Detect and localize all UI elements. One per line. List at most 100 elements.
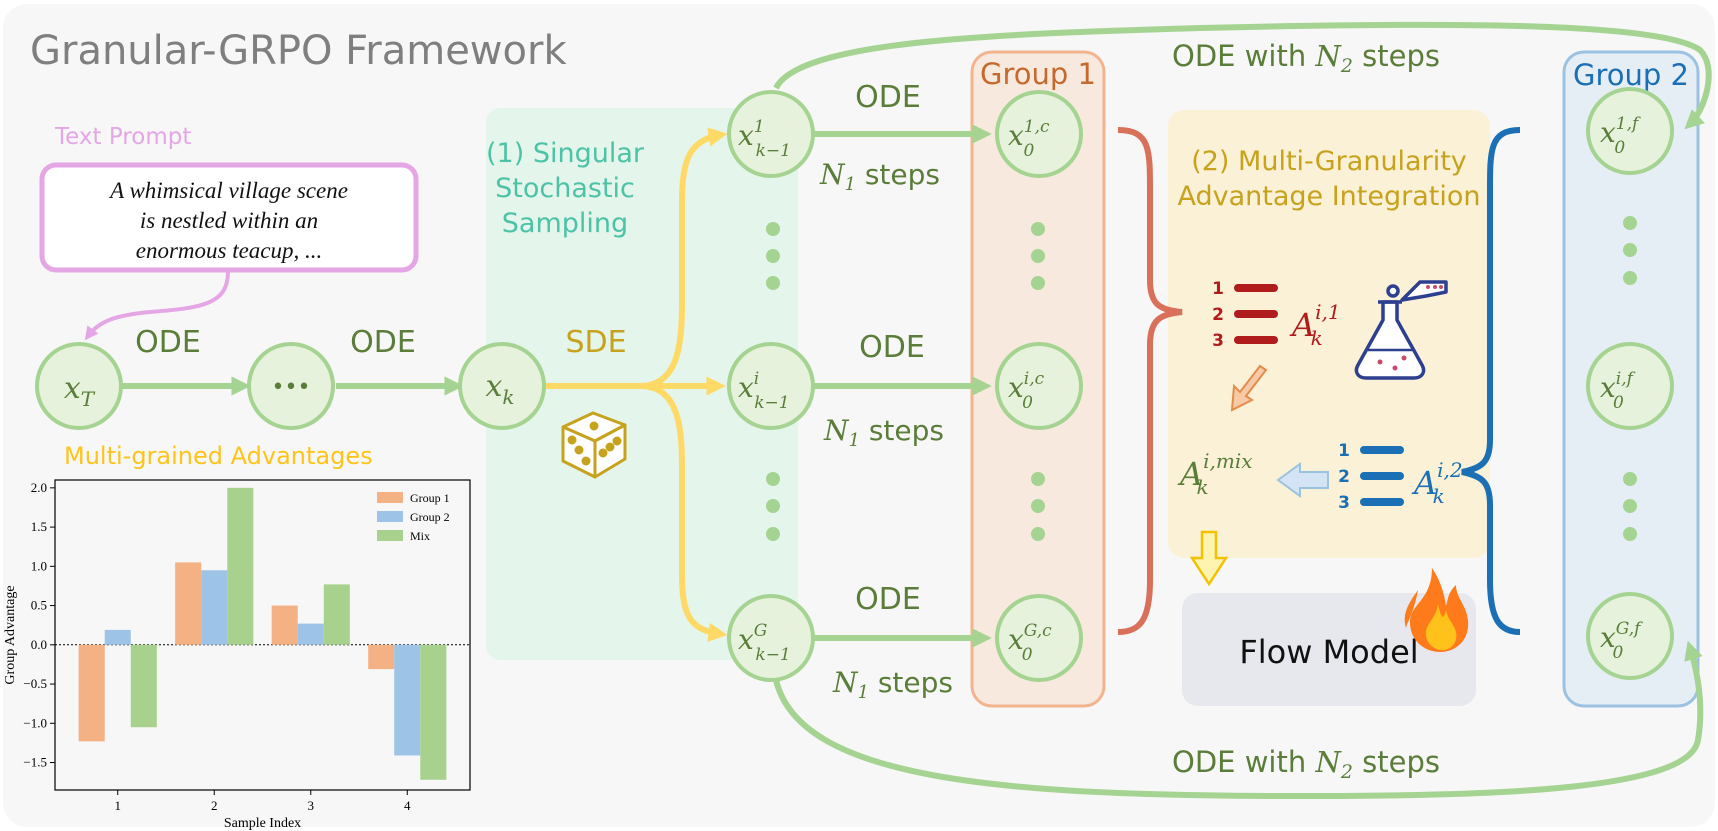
y-tick-label: 0.5 (31, 598, 47, 613)
fire-icon (1404, 568, 1469, 652)
legend-swatch-mix (377, 530, 403, 541)
x-tick-label: 1 (114, 798, 121, 813)
branch-1-input-node (727, 90, 815, 178)
group1-label: Group 1 (980, 57, 1096, 91)
bar-group-1-3 (271, 605, 298, 645)
branch-G-steps-label: N1 steps (832, 666, 953, 703)
legend-label-group-1: Group 1 (410, 491, 450, 505)
prompt-line-3: enormous teacup, ... (136, 238, 323, 263)
bottom-long-arc (773, 640, 1704, 800)
bar-group-2-1 (104, 629, 131, 645)
bar-group-1-1 (78, 644, 105, 742)
stage1-line-1: (1) Singular (486, 138, 645, 169)
bottom-arc-label: ODE with N2 steps (1172, 745, 1440, 783)
bar-mix-1 (130, 644, 157, 728)
branch-dots (766, 216, 1637, 541)
arrow-mix-to-flow (1189, 530, 1229, 587)
legend-swatch-group-1 (377, 492, 403, 503)
text-prompt-label: Text Prompt (54, 124, 191, 150)
branch-i-steps-label: N1 steps (823, 414, 944, 451)
branch-i-input-node (727, 342, 815, 430)
bar-mix-4 (420, 644, 447, 780)
y-axis-label: Group Advantage (3, 585, 18, 684)
x-tick-label: 3 (308, 798, 315, 813)
node-xT (35, 342, 123, 430)
prompt-line-2: is nestled within an (140, 208, 318, 233)
text-prompt-box (39, 162, 419, 273)
group2-node-i (1586, 342, 1674, 430)
bar-group-2-4 (394, 644, 421, 756)
y-tick-label: −1.0 (23, 715, 47, 730)
y-tick-label: 1.5 (31, 519, 47, 534)
node-ellipsis-label: ••• (272, 375, 311, 400)
svg-text:1: 1 (1212, 279, 1224, 299)
sde-label: SDE (565, 325, 626, 360)
sde-branch-bottom (639, 383, 728, 642)
branch-1-ode-label: ODE (855, 80, 921, 115)
diagram-title: Granular-GRPO Framework (30, 28, 567, 74)
bar-mix-2 (227, 487, 254, 645)
bar-group-1-4 (368, 644, 395, 670)
bar-group-1-2 (175, 562, 202, 645)
prompt-arrow (84, 271, 230, 341)
branch-G-output-node (995, 594, 1083, 682)
ode-label-2: ODE (350, 325, 416, 360)
svg-text:2: 2 (1212, 305, 1224, 325)
flask-icon (1354, 280, 1448, 380)
ranking-icon-blue: 1 2 3 (1338, 441, 1404, 513)
y-tick-label: 0.0 (31, 637, 47, 652)
stage2-panel (1168, 110, 1490, 558)
top-long-arc (773, 21, 1712, 130)
x-axis-label: Sample Index (224, 816, 301, 831)
stage2-line-1: (2) Multi-Granularity (1191, 146, 1467, 177)
diagonal-arrow-a1-to-mix (1230, 364, 1268, 412)
bar-group-2-2 (201, 570, 228, 645)
legend-label-mix: Mix (410, 529, 430, 543)
branch-1-output-node (995, 90, 1083, 178)
flow-model-label: Flow Model (1239, 633, 1418, 671)
svg-text:2: 2 (1338, 467, 1350, 487)
group2-label: Group 2 (1573, 58, 1689, 92)
x-tick-label: 4 (404, 798, 411, 813)
legend-label-group-2: Group 2 (410, 510, 450, 524)
legend-swatch-group-2 (377, 511, 403, 522)
svg-text:3: 3 (1212, 331, 1224, 351)
ranking-icon-red: 1 2 3 (1212, 279, 1278, 351)
y-tick-label: −1.5 (23, 755, 47, 770)
bar-group-2-3 (297, 623, 324, 645)
top-arc-label: ODE with N2 steps (1172, 39, 1440, 77)
svg-text:1: 1 (1338, 441, 1350, 461)
branch-i-output-node (995, 342, 1083, 430)
bar-mix-3 (323, 584, 350, 645)
prompt-line-1: A whimsical village scene (108, 178, 348, 203)
node-xk-label: xk (485, 369, 514, 409)
y-tick-label: −0.5 (23, 676, 47, 691)
node-xk (458, 342, 546, 430)
node-ellipsis (247, 342, 335, 430)
dice-icon (561, 411, 627, 479)
group1-brace (1117, 127, 1183, 635)
svg-text:3: 3 (1338, 493, 1350, 513)
arrow-a2-to-mix (1276, 462, 1329, 498)
branch-G-input-node (727, 594, 815, 682)
stage1-line-3: Sampling (502, 208, 628, 239)
stage2-line-2: Advantage Integration (1177, 181, 1480, 212)
group2-node-1 (1586, 87, 1674, 175)
y-tick-label: 1.0 (31, 558, 47, 573)
y-tick-label: 2.0 (31, 480, 47, 495)
x-tick-label: 2 (211, 798, 218, 813)
node-xT-label: xT (64, 371, 96, 411)
stage1-line-2: Stochastic (495, 173, 635, 204)
advantages-label: Multi-grained Advantages (64, 442, 373, 470)
group2-node-G (1586, 592, 1674, 680)
flow-model-box (1182, 593, 1476, 706)
